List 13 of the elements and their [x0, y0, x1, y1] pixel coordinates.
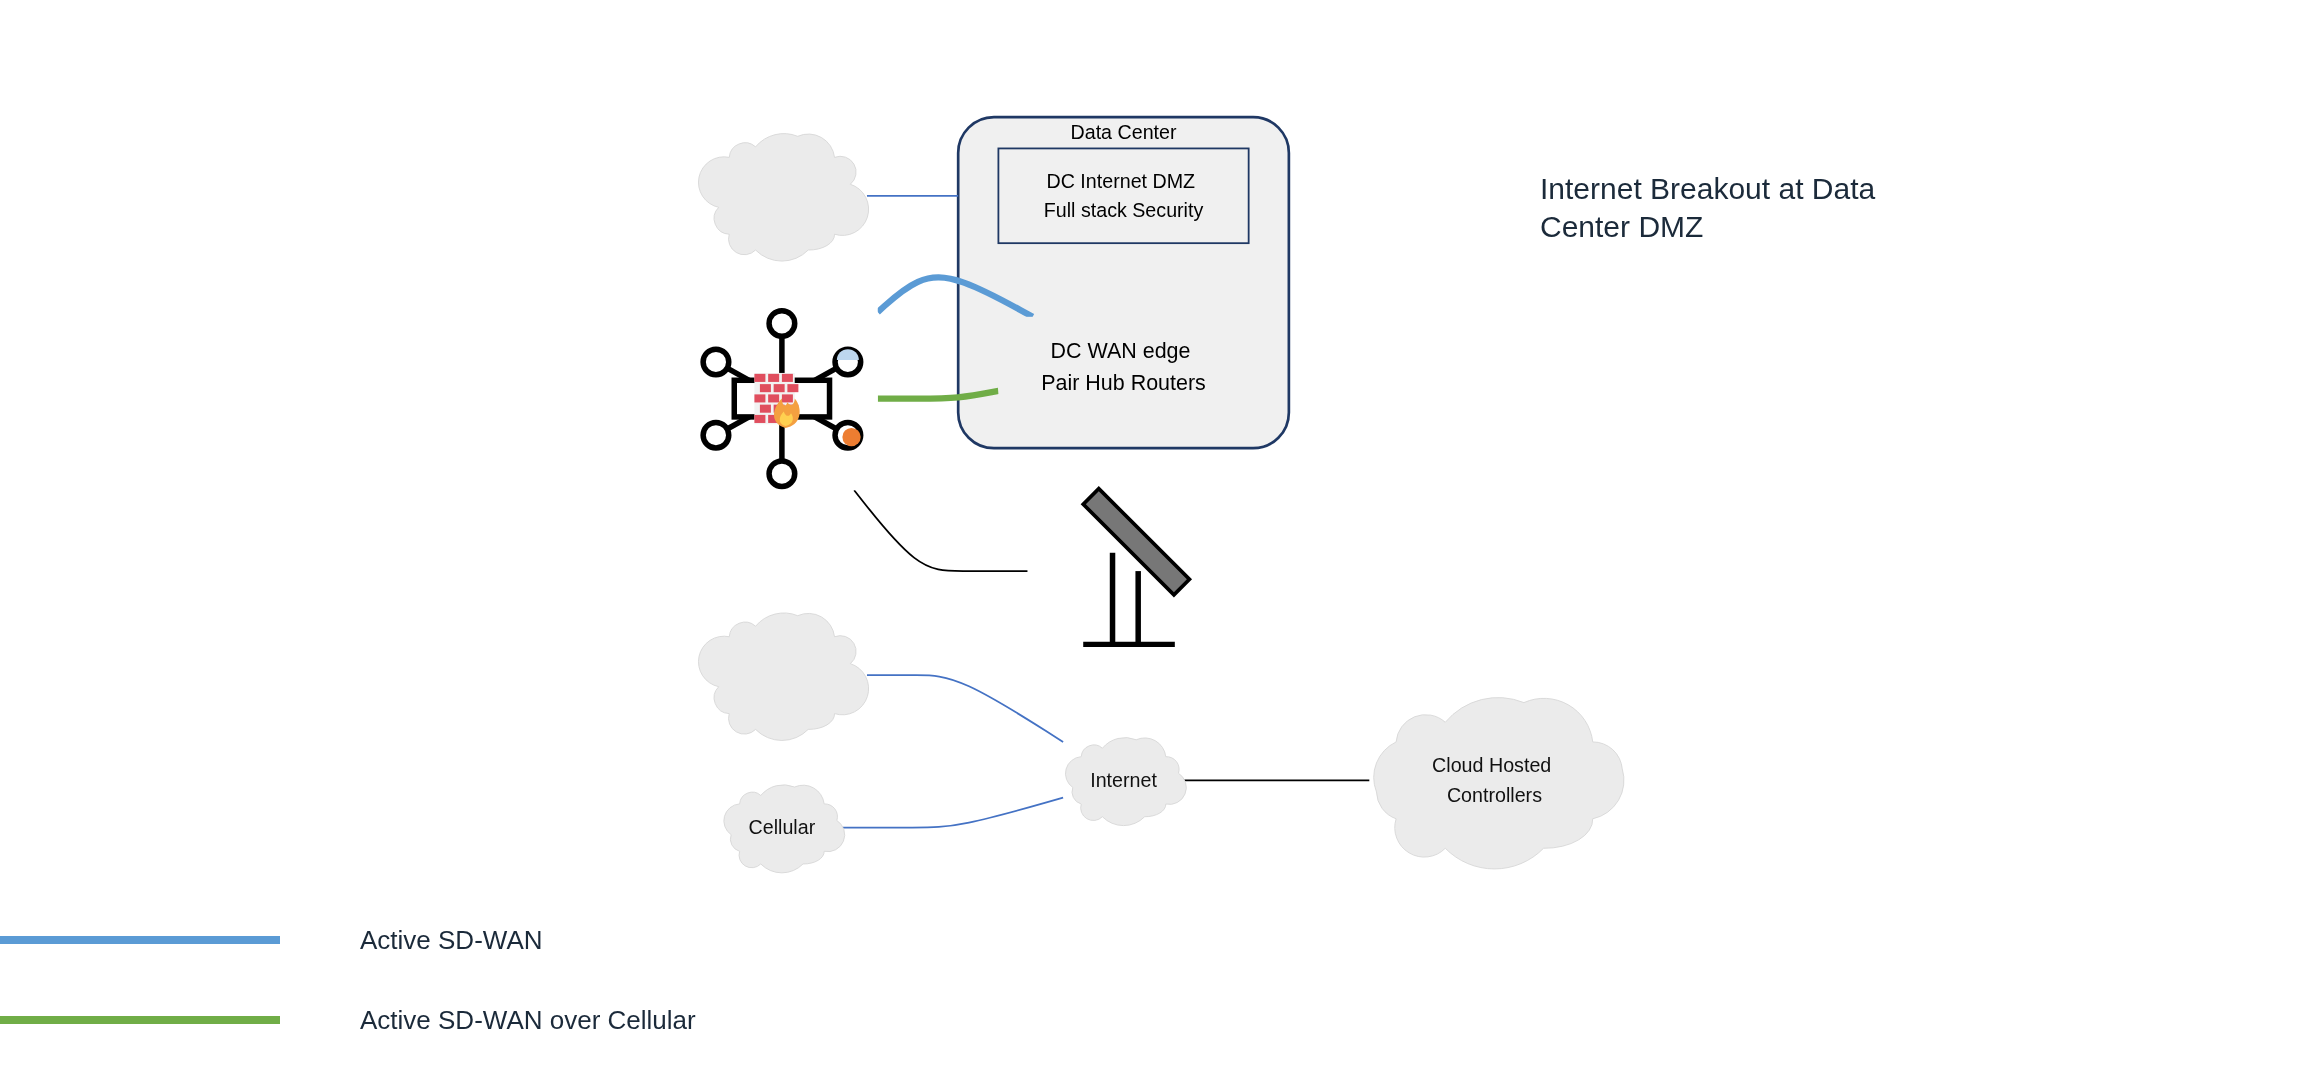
connector: [1183, 779, 1371, 782]
note-text: Internet Breakout at Data Center DMZ: [1540, 171, 1877, 245]
connector: [866, 674, 1064, 743]
connector: [841, 796, 1064, 829]
legend-text: Active SD-WAN over Cellular: [360, 1004, 696, 1036]
node-cloud: [698, 612, 870, 741]
connector: [866, 194, 960, 197]
node-text: DC WAN edge Pair Hub Routers: [1041, 338, 1206, 395]
node-cloud: [698, 133, 870, 262]
connector: [853, 489, 1029, 572]
legend-text: Active SD-WAN: [360, 924, 543, 956]
connector: [877, 387, 999, 402]
node-box: DC Internet DMZ Full stack Security: [997, 147, 1250, 245]
